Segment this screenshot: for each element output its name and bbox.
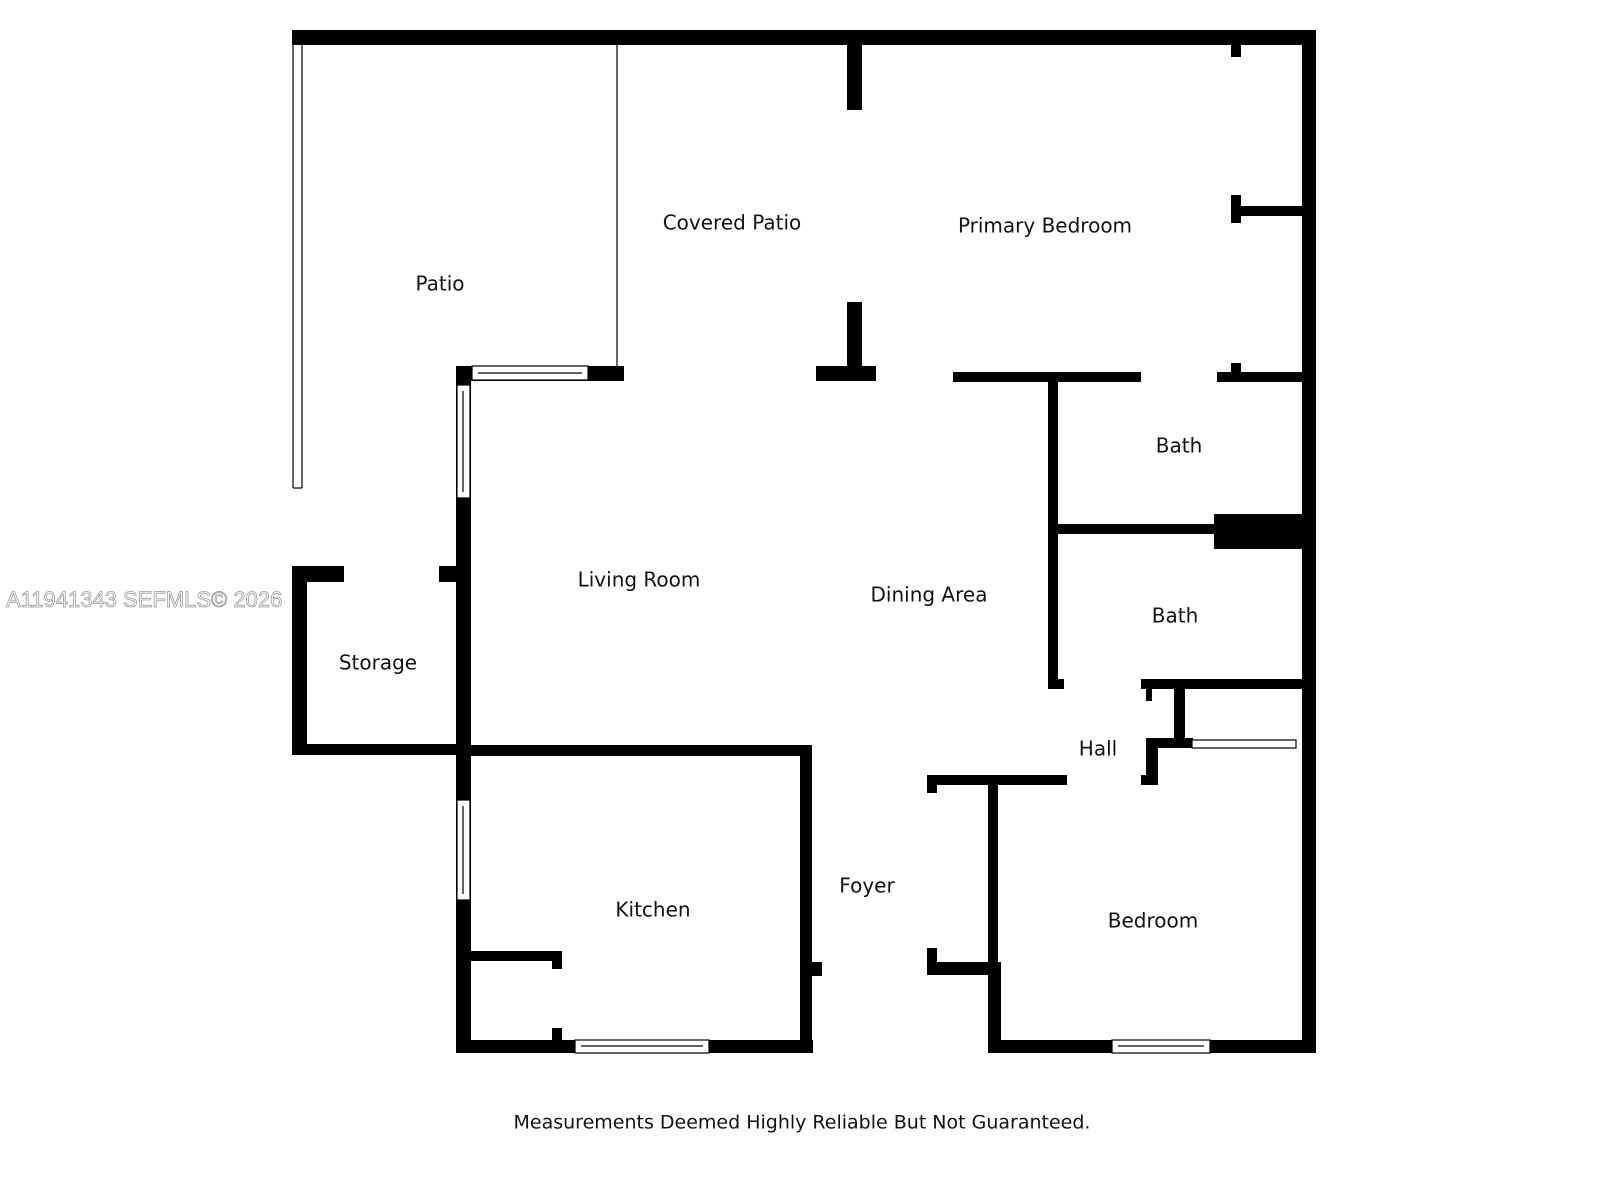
wall-top <box>292 30 1315 45</box>
wall-foyer-closet-bottom <box>927 962 1001 975</box>
wall-kitchen-top <box>456 745 812 756</box>
walls <box>292 30 1316 1053</box>
wall-primary-bottom-right <box>1217 372 1315 382</box>
wall-primary-bottom <box>953 372 1141 382</box>
wall-bedroom-left <box>988 780 998 970</box>
room-label-bedroom: Bedroom <box>1108 909 1198 933</box>
room-label-foyer: Foyer <box>839 874 895 898</box>
wall-pantry-stub-bottom <box>552 1028 562 1053</box>
wall-hall-stub <box>1146 689 1152 701</box>
wall-bath-bottom-stub <box>1048 679 1064 689</box>
room-label-patio: Patio <box>415 272 464 296</box>
wall-hall-right <box>1146 738 1158 783</box>
wall-foyer-closet-stub <box>927 948 937 975</box>
window-linen <box>1191 739 1297 749</box>
room-label-living-room: Living Room <box>578 568 701 592</box>
wall-storage-left <box>292 566 307 754</box>
wall-foyer-bottom-left <box>812 962 822 976</box>
wall-primary-left-top <box>847 45 862 110</box>
wall-storage-top-right <box>439 566 471 582</box>
windows <box>456 365 1297 1054</box>
wall-pantry-stub-top <box>552 951 562 969</box>
room-label-bath-upper: Bath <box>1156 434 1203 458</box>
wall-bath-divider <box>1058 524 1214 534</box>
room-label-bath-lower: Bath <box>1152 604 1199 628</box>
wall-closet-stub-top <box>1231 45 1241 57</box>
wall-hall-bottom-right <box>1141 775 1158 785</box>
wall-living-top-mid <box>816 366 876 381</box>
disclaimer-text: Measurements Deemed Highly Reliable But … <box>514 1112 1091 1134</box>
room-label-hall: Hall <box>1079 737 1117 761</box>
wall-bath-bottom <box>1141 679 1315 689</box>
wall-linen-left <box>1174 679 1185 746</box>
wall-closet-divider <box>1231 206 1315 216</box>
wall-bath-chase <box>1214 514 1315 549</box>
room-labels: Patio Covered Patio Primary Bedroom Bath… <box>339 211 1202 933</box>
wall-closet-stub-bottom <box>1231 363 1241 382</box>
wall-bath-left <box>1048 372 1058 689</box>
wall-foyer-closet-top <box>927 775 937 793</box>
wall-linen-bottom <box>1146 738 1193 748</box>
watermark-text: A11941343 SEFMLS© 2026 <box>6 587 282 612</box>
thin-lines <box>292 45 618 489</box>
wall-hall-bottom <box>927 775 1067 785</box>
room-label-storage: Storage <box>339 651 417 675</box>
room-label-dining-area: Dining Area <box>871 583 988 607</box>
wall-primary-left-bottom <box>847 302 862 380</box>
wall-storage-bottom <box>292 744 471 755</box>
room-label-covered-patio: Covered Patio <box>663 211 802 235</box>
wall-pantry-top <box>471 951 562 961</box>
room-label-kitchen: Kitchen <box>615 898 690 922</box>
room-label-primary-bedroom: Primary Bedroom <box>958 214 1132 238</box>
wall-bedroom-left-lower <box>988 970 1001 1053</box>
wall-kitchen-right <box>800 745 812 1053</box>
